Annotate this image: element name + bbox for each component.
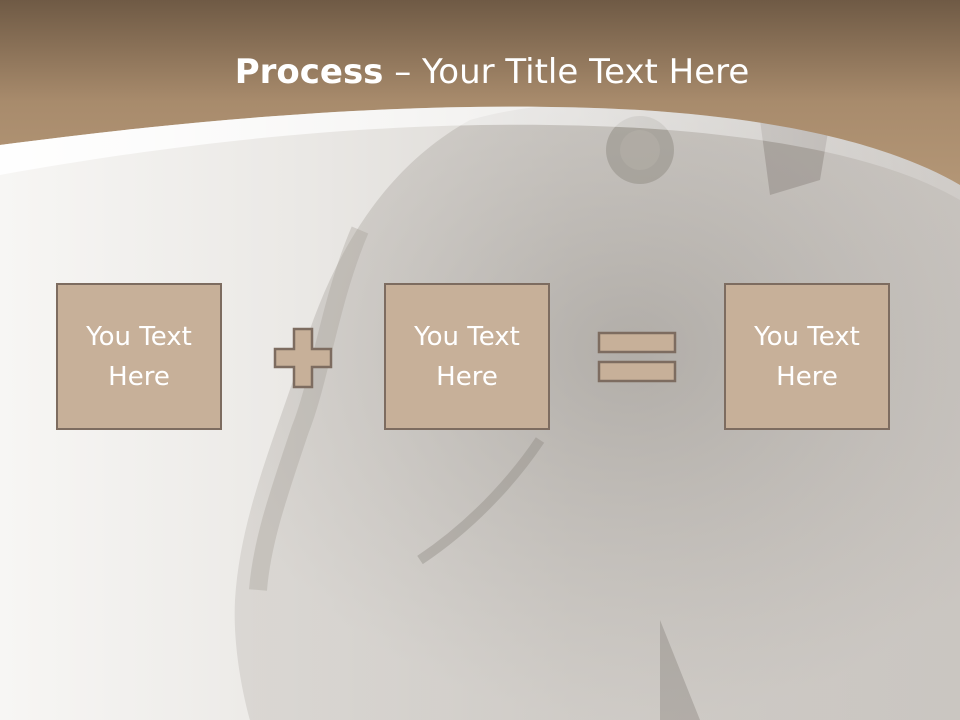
plus-icon: [273, 327, 333, 389]
process-box-1-text: You Text Here: [86, 321, 192, 392]
slide-title: Process – Your Title Text Here: [0, 52, 960, 92]
title-rest-text: – Your Title Text Here: [383, 52, 750, 92]
process-box-1[interactable]: You Text Here: [56, 283, 222, 430]
title-bold-text: Process: [234, 52, 384, 92]
process-box-3[interactable]: You Text Here: [724, 283, 890, 430]
equals-icon: [597, 331, 677, 383]
process-box-3-text: You Text Here: [754, 321, 860, 392]
header-band: [0, 0, 960, 200]
process-box-2[interactable]: You Text Here: [384, 283, 550, 430]
process-box-2-text: You Text Here: [414, 321, 520, 392]
